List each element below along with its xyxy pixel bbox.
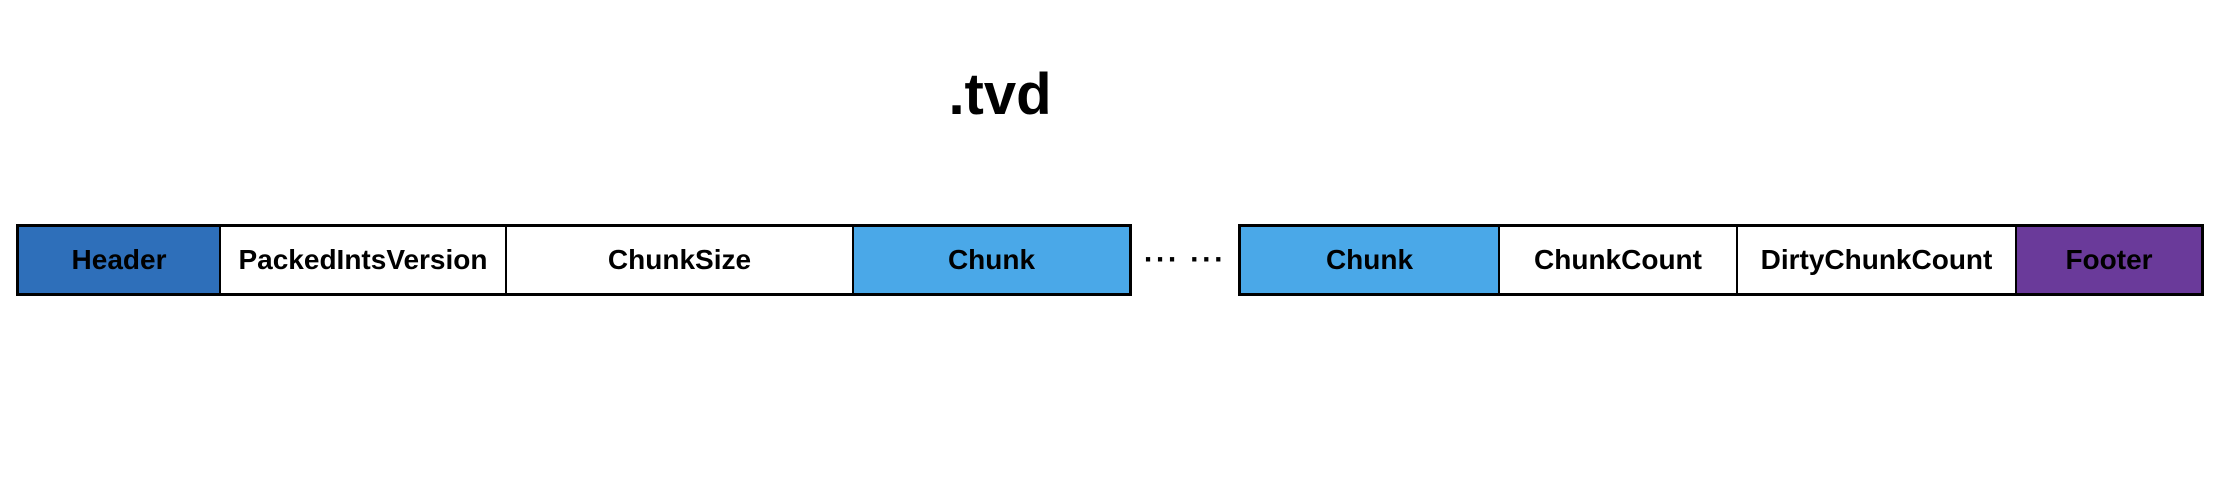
ellipsis-separator: ··· ··· (1143, 243, 1227, 276)
segment-chunk-count: ChunkCount (1500, 227, 1738, 293)
segment-footer: Footer (2017, 227, 2201, 293)
segment-dirty-chunk-count: DirtyChunkCount (1738, 227, 2017, 293)
file-layout-row-right: Chunk ChunkCount DirtyChunkCount Footer (1238, 224, 2204, 296)
segment-chunk: Chunk (854, 227, 1129, 293)
segment-header: Header (19, 227, 221, 293)
diagram-title: .tvd (948, 62, 1052, 127)
segment-packed-ints-version: PackedIntsVersion (221, 227, 507, 293)
file-layout-row-left: Header PackedIntsVersion ChunkSize Chunk (16, 224, 1132, 296)
segment-chunk-last: Chunk (1241, 227, 1500, 293)
segment-chunk-size: ChunkSize (507, 227, 854, 293)
